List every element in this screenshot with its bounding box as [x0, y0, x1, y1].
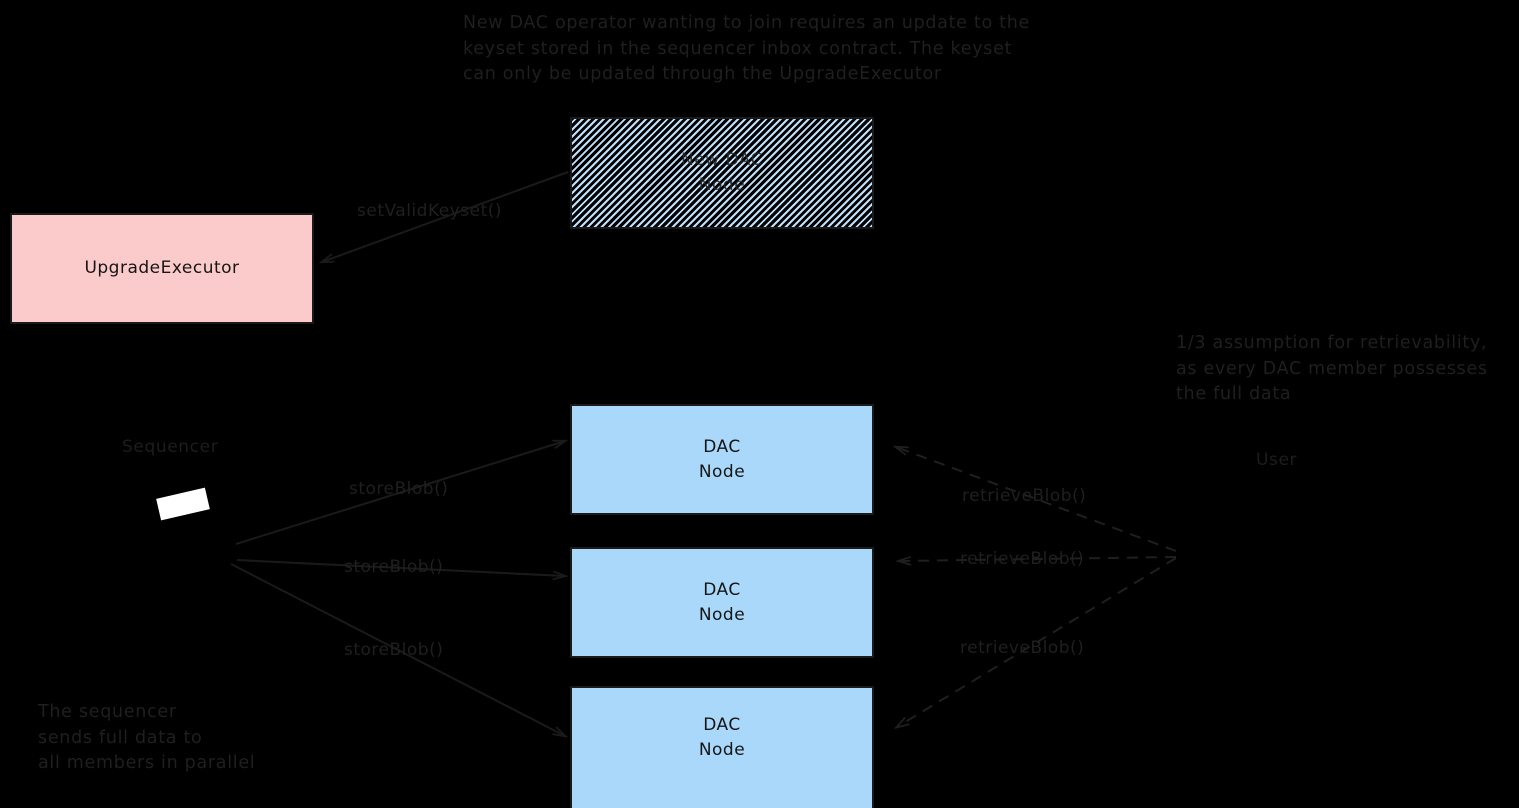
- edge-label-store-blob-1: storeBlob(): [349, 479, 449, 499]
- label-user: User: [1256, 450, 1298, 470]
- edge-label-store-blob-2: storeBlob(): [344, 557, 444, 577]
- edge-label-retrieve-blob-3: retrieveBlob(): [960, 638, 1085, 658]
- edge-label-retrieve-blob-2: retrieveBlob(): [960, 549, 1085, 569]
- box-upgrade-executor[interactable]: UpgradeExecutor: [10, 213, 314, 324]
- box-dac-node-1[interactable]: DAC Node: [570, 404, 874, 515]
- box-dac-node-2-label: DAC Node: [698, 579, 746, 625]
- box-upgrade-executor-label: UpgradeExecutor: [84, 258, 240, 278]
- note-sequencer-parallel: The sequencer sends full data to all mem…: [38, 702, 256, 773]
- box-dac-node-3[interactable]: DAC Node: [570, 686, 874, 808]
- box-dac-node-2[interactable]: DAC Node: [570, 547, 874, 658]
- edge-label-retrieve-blob-1: retrieveBlob(): [962, 486, 1087, 506]
- box-dac-node-3-label: DAC Node: [698, 715, 746, 760]
- sequencer-marker: [156, 487, 210, 521]
- label-sequencer: Sequencer: [122, 437, 219, 457]
- edge-label-set-valid-keyset: setValidKeyset(): [357, 201, 503, 221]
- edge-label-store-blob-3: storeBlob(): [344, 640, 444, 660]
- box-new-dac-node-label: New DAC Node: [681, 150, 763, 195]
- note-keyset-update: New DAC operator wanting to join require…: [463, 13, 1030, 84]
- box-dac-node-1-label: DAC Node: [698, 436, 746, 482]
- box-new-dac-node[interactable]: New DAC Node: [570, 117, 874, 229]
- note-retrievability: 1/3 assumption for retrievability, as ev…: [1176, 333, 1488, 404]
